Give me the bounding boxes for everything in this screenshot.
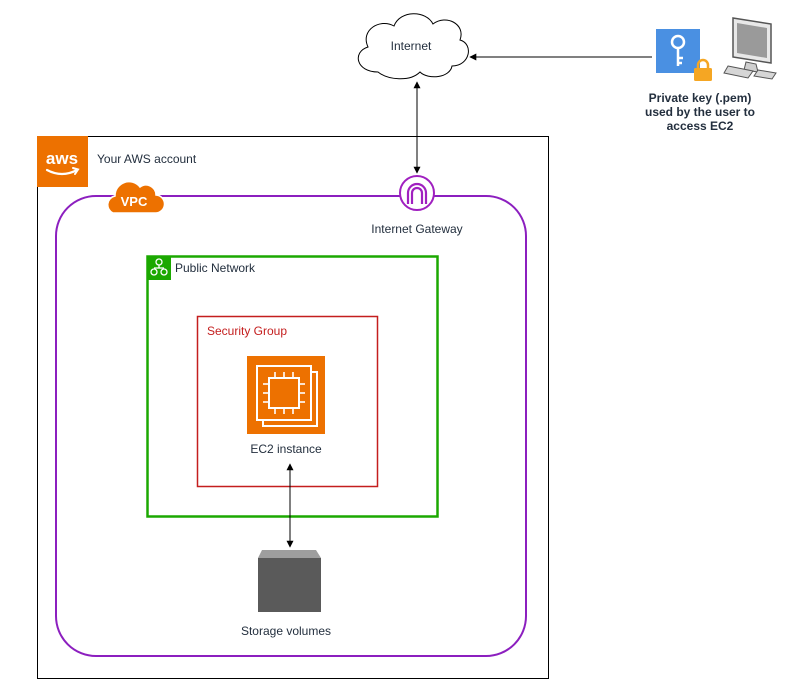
vpc-cloud-icon: VPC [107,180,166,214]
vpc-boundary [55,195,527,657]
internet-gateway-label: Internet Gateway [371,222,462,236]
internet-cloud-icon [357,13,469,80]
computer-icon [723,17,777,80]
vpc-badge-label: VPC [121,194,148,209]
lock-icon [694,58,712,81]
internet-gateway-icon [399,175,435,211]
internet-label: Internet [391,39,432,53]
private-key-label-line2: used by the user to [645,105,755,119]
security-group-label: Security Group [207,324,287,338]
ec2-instance-label: EC2 instance [250,442,322,456]
aws-account-label: Your AWS account [97,152,197,166]
private-key-label-line3: access EC2 [667,119,734,133]
public-subnet-icon [147,256,171,280]
ec2-instance-icon [247,356,325,434]
aws-logo-icon: aws [37,136,88,187]
aws-account-boundary [37,136,549,679]
public-network-label: Public Network [175,261,256,275]
key-icon [656,29,700,73]
private-key-label-line1: Private key (.pem) [649,91,752,105]
storage-volume-icon [258,550,321,612]
storage-volumes-label: Storage volumes [241,624,331,638]
aws-logo-text: aws [46,149,78,168]
